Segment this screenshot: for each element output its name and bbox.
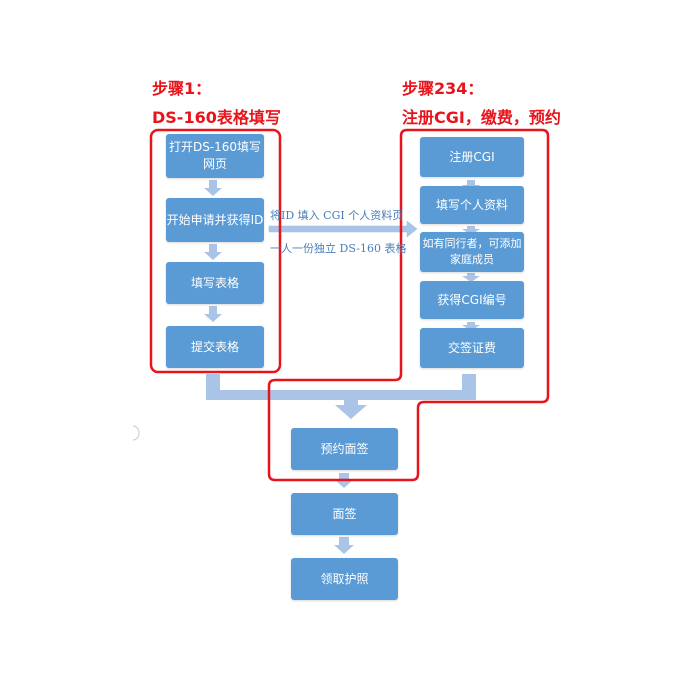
box-collect-passport: 领取护照: [291, 558, 398, 600]
step1-box-open-form: 打开DS-160填写网页: [166, 134, 264, 178]
step1-title-line1: 步骤1：: [152, 79, 212, 98]
merge-bracket: [206, 374, 476, 419]
highlight-step234-frame: [267, 128, 550, 482]
step234-box-pay-fee: 交签证费: [420, 328, 524, 368]
step234-box-personal-info: 填写个人资料: [420, 186, 524, 224]
step234-box-cgi-number: 获得CGI编号: [420, 281, 524, 319]
arrow-step1-2: [204, 244, 222, 260]
step1-title-line2: DS-160表格填写: [152, 108, 281, 127]
step234-title-line1: 步骤234：: [402, 79, 484, 98]
arrow-step234-2: [462, 226, 480, 235]
arrow-step1-3: [204, 306, 222, 322]
arrow-step234-3: [462, 273, 480, 282]
highlight-step1-frame: [149, 128, 282, 374]
step234-box-add-family: 如有同行者，可添加家庭成员: [420, 232, 524, 272]
edge-mark: [132, 425, 140, 441]
arrow-bottom-2: [334, 537, 354, 554]
step1-box-get-id: 开始申请并获得ID: [166, 198, 264, 242]
arrow-step234-4: [462, 322, 480, 331]
box-book-interview: 预约面签: [291, 428, 398, 470]
arrow-step1-1: [204, 180, 222, 196]
step1-box-submit-form: 提交表格: [166, 326, 264, 368]
arrow-id-to-cgi: [268, 220, 418, 238]
step1-box-fill-form: 填写表格: [166, 262, 264, 304]
box-interview: 面签: [291, 493, 398, 535]
step234-box-register-cgi: 注册CGI: [420, 137, 524, 177]
note-fill-id: 将ID 填入 CGI 个人资料页: [270, 209, 404, 222]
step234-title-line2: 注册CGI，缴费，预约: [402, 108, 561, 127]
note-one-form-per-person: 一人一份独立 DS-160 表格: [270, 242, 407, 255]
